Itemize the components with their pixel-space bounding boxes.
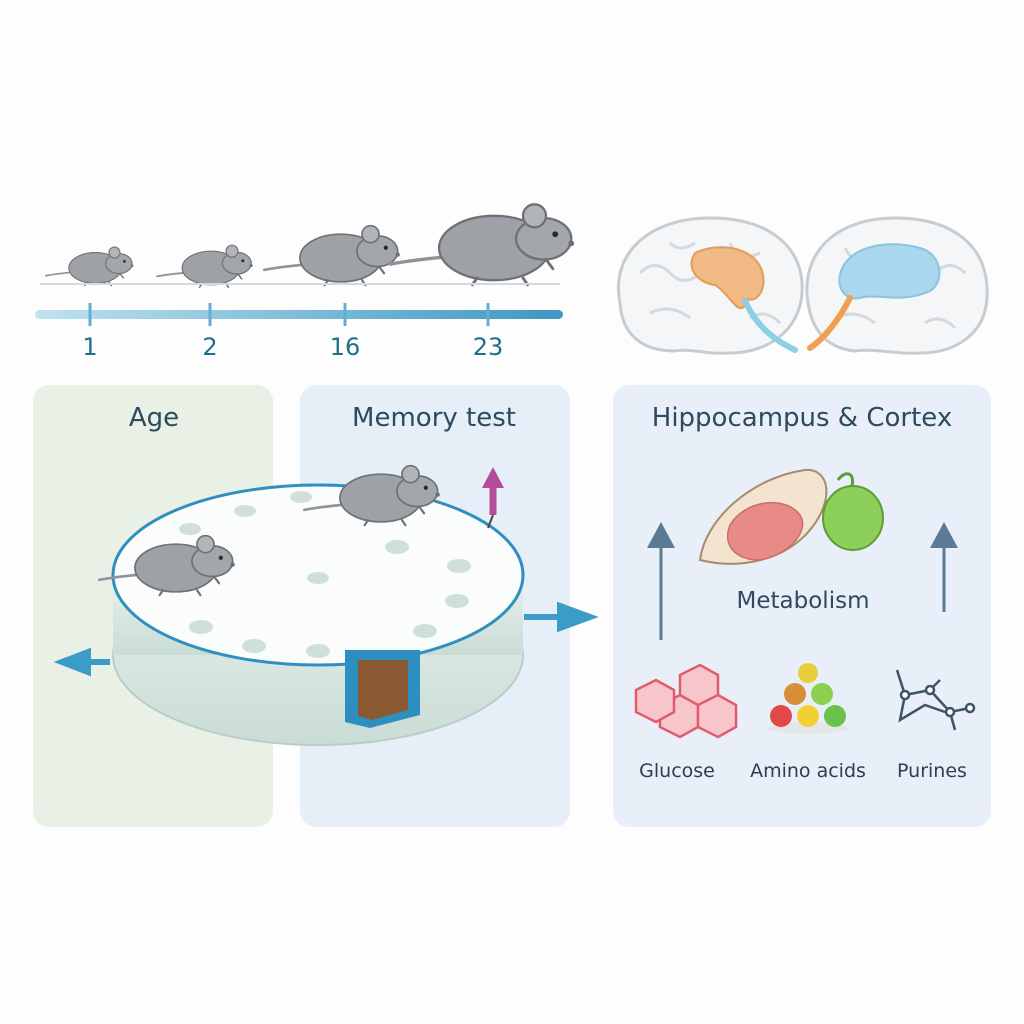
- arrow-up-right-icon: [930, 522, 958, 612]
- amino-acids-label: Amino acids: [750, 760, 866, 782]
- brain-metabolism-panel: [613, 385, 991, 827]
- age-tick-16: 16: [329, 333, 361, 361]
- mouse-age-1: [44, 246, 135, 287]
- arrow-up-purple-icon: [482, 467, 504, 529]
- brain-left-icon: [617, 216, 804, 355]
- purines-label: Purines: [897, 760, 967, 782]
- arrow-left-icon: [53, 647, 110, 677]
- mouse-age-16: [262, 224, 402, 287]
- tissue-icon: [698, 468, 884, 565]
- brain-right-icon: [805, 216, 989, 355]
- age-tick-1: 1: [82, 333, 98, 361]
- glucose-icon: [634, 663, 738, 739]
- mouse-age-23: [389, 202, 576, 287]
- memory-test-title: Memory test: [352, 403, 516, 433]
- purines-icon: [895, 669, 976, 731]
- age-tick-2: 2: [202, 333, 218, 361]
- arrow-up-left-icon: [647, 522, 675, 640]
- age-timeline-bar: [35, 310, 563, 319]
- age-tick-23: 23: [472, 333, 504, 361]
- glucose-label: Glucose: [639, 760, 715, 782]
- arrow-right-icon: [524, 601, 599, 633]
- brain-panel-title: Hippocampus & Cortex: [651, 403, 953, 433]
- age-panel-title: Age: [128, 403, 180, 433]
- barnes-maze: [111, 483, 525, 746]
- metabolism-label: Metabolism: [736, 588, 870, 614]
- amino-acids-icon: [768, 663, 848, 734]
- mouse-age-2: [156, 244, 254, 289]
